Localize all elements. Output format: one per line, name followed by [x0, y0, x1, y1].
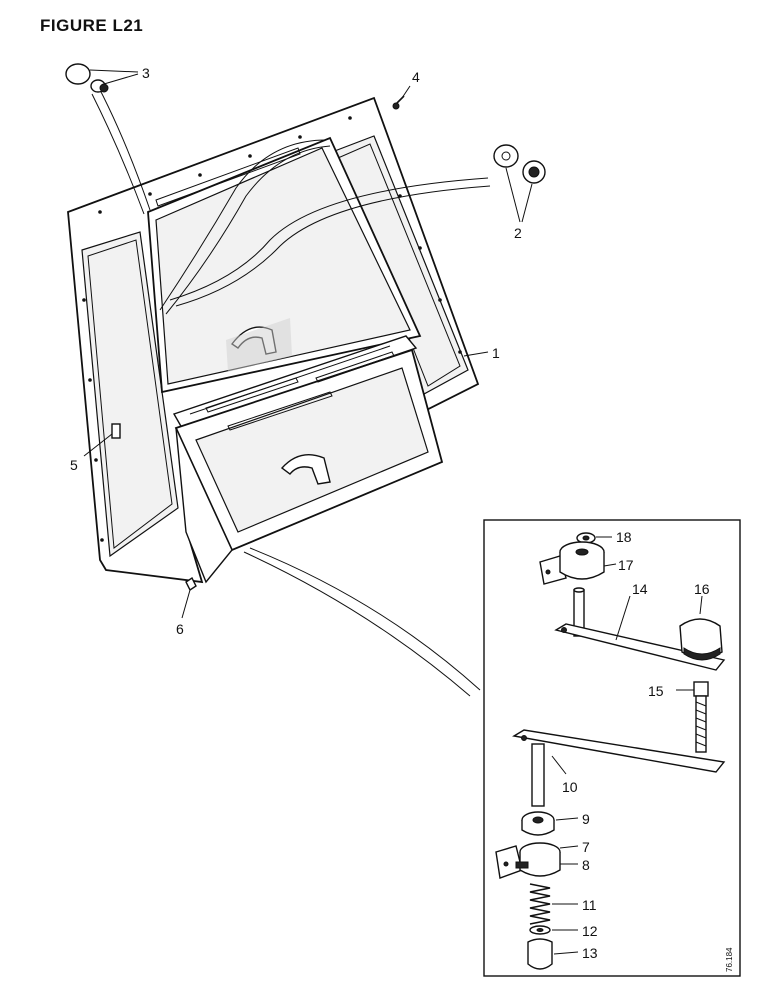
callout-8: 8 [582, 857, 590, 873]
figure-title: FIGURE L21 [40, 16, 144, 35]
callout-2: 2 [514, 225, 522, 241]
knob-part-16 [679, 595, 723, 661]
callout-12: 12 [582, 923, 598, 939]
screw-part-4 [392, 85, 411, 110]
cap-part-13 [527, 938, 579, 970]
sweep-lines [91, 85, 491, 697]
hinge-bracket-part-7 [495, 842, 579, 879]
callout-9: 9 [582, 811, 590, 827]
bracket-part-17 [539, 541, 617, 585]
callout-3: 3 [142, 65, 150, 81]
upper-arm-part-14 [554, 587, 726, 671]
collar-part-9 [521, 811, 579, 836]
callout-11: 11 [582, 897, 597, 913]
spring-part-11 [529, 883, 578, 925]
callout-labels: 3 4 2 1 5 6 18 17 14 16 15 10 9 7 8 11 1… [70, 65, 734, 972]
frame-catch-part [111, 423, 121, 439]
frame-rivets [82, 116, 462, 542]
screw-part-8 [515, 861, 578, 869]
callout-10: 10 [562, 779, 578, 795]
callout-6: 6 [176, 621, 184, 637]
callout-7: 7 [582, 839, 590, 855]
leader-5 [83, 433, 113, 457]
callout-4: 4 [412, 69, 420, 85]
clip-part-6 [181, 576, 197, 619]
callout-1: 1 [492, 345, 500, 361]
callout-5: 5 [70, 457, 78, 473]
callout-15: 15 [648, 683, 664, 699]
knob-part-3 [65, 63, 139, 93]
lower-arm-part-10 [512, 729, 726, 807]
washer-part-12 [529, 925, 578, 935]
callout-17: 17 [618, 557, 634, 573]
window-frame-assembly [67, 96, 480, 584]
reference-code: 76.184 [725, 947, 734, 972]
callout-16: 16 [694, 581, 710, 597]
leader-1 [463, 351, 489, 357]
callout-14: 14 [632, 581, 648, 597]
threaded-rod-part-15 [676, 681, 709, 753]
circlip-part-18 [576, 532, 612, 544]
nut-washer-part-2 [493, 144, 546, 223]
callout-13: 13 [582, 945, 598, 961]
callout-18: 18 [616, 529, 632, 545]
inset-detail-box [483, 519, 741, 977]
